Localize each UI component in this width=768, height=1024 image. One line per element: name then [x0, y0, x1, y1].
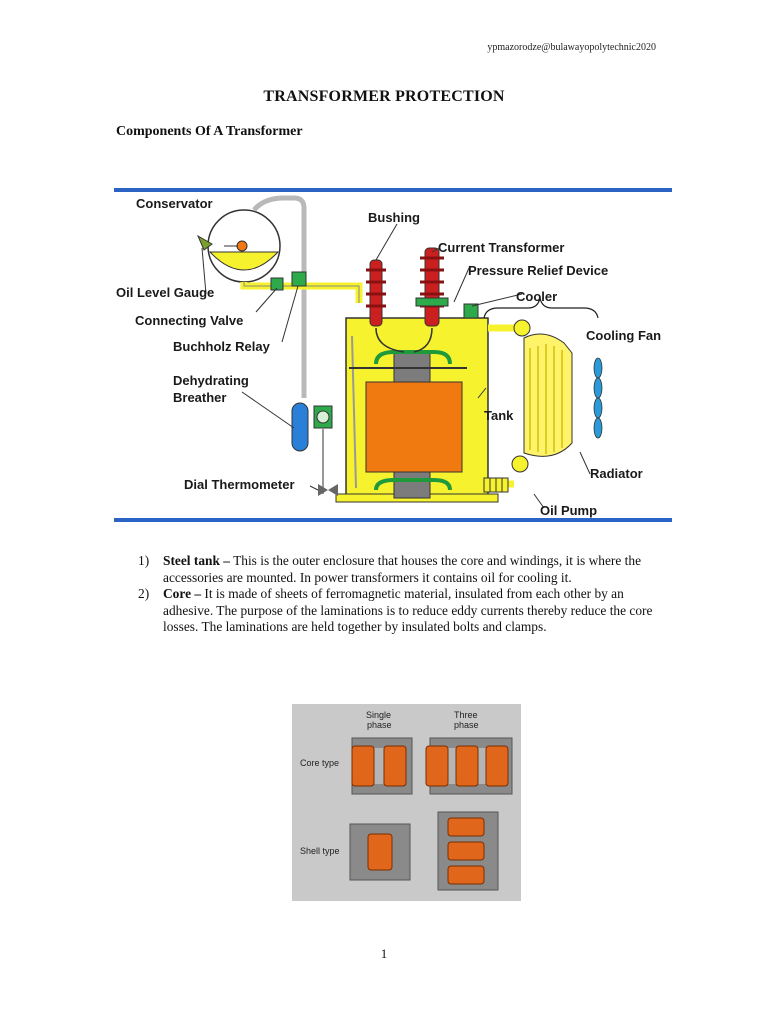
list-text: This is the outer enclosure that houses … — [163, 553, 642, 585]
label-single-phase: phase — [367, 720, 392, 730]
label-radiator: Radiator — [590, 466, 643, 481]
page-number: 1 — [380, 946, 388, 961]
label-bushing: Bushing — [368, 210, 420, 225]
document-title: TRANSFORMER PROTECTION — [263, 88, 505, 105]
list-number: 1) — [138, 553, 150, 568]
oil-level-gauge-shape — [196, 234, 213, 251]
label-core-type: Core type — [300, 758, 339, 768]
radiator-shape — [523, 333, 573, 457]
label-shell-type: Shell type — [300, 846, 340, 856]
bushing-left-shape — [366, 259, 386, 327]
three-phase-shell-type — [437, 811, 499, 891]
label-three-phase: phase — [454, 720, 479, 730]
label-connecting-valve: Connecting Valve — [135, 313, 243, 328]
label-oil-pump: Oil Pump — [540, 503, 597, 518]
diagram-bottom-border — [114, 518, 672, 522]
label-dehydrating: Dehydrating — [173, 373, 249, 388]
label-pressure-relief: Pressure Relief Device — [468, 263, 608, 278]
current-transformer-shape — [415, 297, 449, 307]
list-item: 2) Core – It is made of sheets of ferrom… — [138, 586, 658, 636]
list-text: It is made of sheets of ferromagnetic ma… — [163, 586, 653, 635]
three-phase-core-type — [425, 737, 513, 795]
label-oil-level-gauge: Oil Level Gauge — [116, 285, 214, 300]
component-list: 1) Steel tank – This is the outer enclos… — [138, 553, 658, 636]
breather-pipe — [252, 195, 307, 398]
label-three: Three — [454, 710, 478, 720]
drain-valve-shape — [318, 484, 328, 496]
conservator-shape — [207, 209, 281, 283]
section-heading: Components Of A Transformer — [116, 124, 303, 139]
transformer-components-diagram: Conservator Bushing Current Transformer … — [114, 188, 672, 522]
label-single: Single — [366, 710, 391, 720]
list-term: Steel tank – — [163, 553, 230, 568]
label-cooling-fan: Cooling Fan — [586, 328, 661, 343]
single-phase-shell-type — [349, 823, 411, 881]
buchholz-relay-shape — [291, 271, 307, 287]
label-breather: Breather — [173, 390, 226, 405]
cooling-fan-shape — [593, 357, 603, 439]
label-dial-thermometer: Dial Thermometer — [184, 477, 295, 492]
winding-shape — [365, 381, 463, 473]
label-tank: Tank — [484, 408, 514, 423]
list-term: Core – — [163, 586, 202, 602]
list-number: 2) — [138, 586, 150, 602]
connecting-valve-shape — [270, 277, 284, 291]
label-conservator: Conservator — [136, 196, 213, 211]
label-current-transformer: Current Transformer — [438, 240, 564, 255]
label-cooler: Cooler — [516, 289, 557, 304]
diagram-top-border — [114, 188, 672, 192]
pressure-relief-shape — [463, 303, 479, 319]
core-shell-type-diagram: Single phase Three phase Core type Shell… — [292, 704, 521, 901]
header-email: ypmazorodze@bulawayopolytechnic2020 — [487, 42, 656, 53]
label-buchholz-relay: Buchholz Relay — [173, 339, 271, 354]
dehydrating-breather-shape — [291, 402, 309, 452]
list-item: 1) Steel tank – This is the outer enclos… — [138, 553, 658, 586]
cooler-brace — [483, 297, 599, 319]
single-phase-core-type — [351, 737, 413, 795]
